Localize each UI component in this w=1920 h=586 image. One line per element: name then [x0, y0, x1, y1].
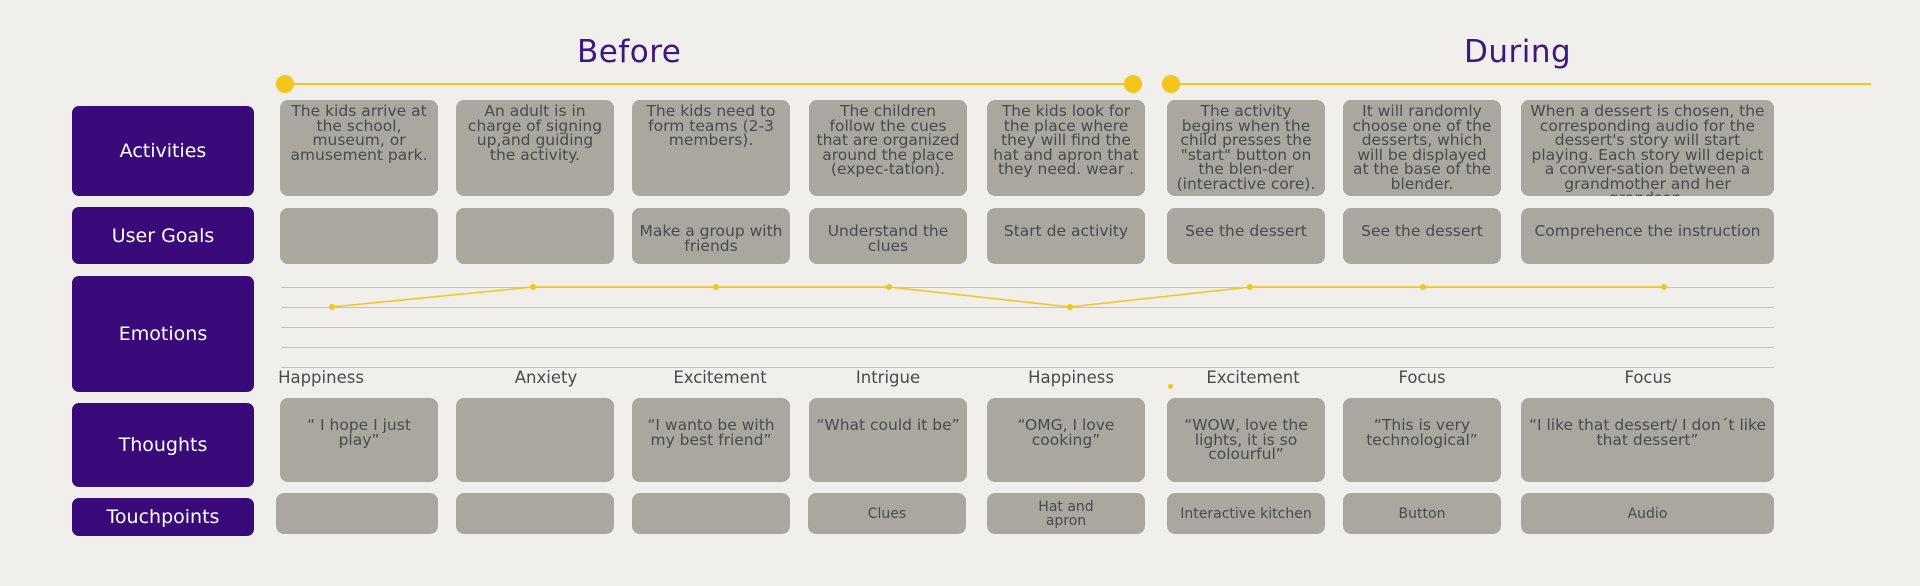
emotion-grid-line	[281, 327, 1774, 328]
phase-end-dot	[1124, 75, 1142, 93]
thought-card: “ I hope I just play”	[280, 398, 438, 482]
user-goal-text: Understand the clues	[827, 222, 949, 255]
phase-line-before	[285, 83, 1133, 85]
activity-text: It will randomly choose one of the desse…	[1352, 102, 1492, 193]
emotion-label: Focus	[1624, 368, 1672, 387]
thought-card: “WOW, love the lights, it is so colourfu…	[1167, 398, 1325, 482]
activity-card: The kids look for the place where they w…	[987, 100, 1145, 196]
activity-card: It will randomly choose one of the desse…	[1343, 100, 1501, 196]
emotion-point	[530, 284, 536, 290]
user-goal-card	[456, 208, 614, 264]
thought-text: “I like that dessert/ I don´t like that …	[1528, 416, 1767, 449]
activity-text: The kids look for the place where they w…	[993, 102, 1139, 178]
emotion-grid-line	[281, 287, 1774, 288]
emotion-line	[331, 286, 1664, 308]
touchpoint-text: Hat and apron	[1038, 498, 1094, 529]
phase-title-before: Before	[577, 34, 682, 70]
touchpoint-card: Clues	[808, 493, 966, 534]
touchpoint-card	[276, 493, 438, 534]
emotion-point	[886, 284, 892, 290]
activity-card: The kids need to form teams (2-3 members…	[632, 100, 790, 196]
thought-text: “ I hope I just play”	[307, 416, 411, 449]
user-goal-card: Understand the clues	[809, 208, 967, 264]
emotion-label: Intrigue	[855, 368, 921, 387]
phase-start-dot	[276, 75, 294, 93]
emotion-grid-line	[281, 347, 1774, 348]
touchpoint-text: Audio	[1627, 505, 1668, 522]
activity-card: The kids arrive at the school, museum, o…	[280, 100, 438, 196]
activity-text: An adult is in charge of signing up,and …	[467, 102, 603, 164]
user-goal-card: See the dessert	[1167, 208, 1325, 264]
user-goal-card: Comprehence the instruction	[1521, 208, 1774, 264]
user-goal-card: See the dessert	[1343, 208, 1501, 264]
thought-card: “I like that dessert/ I don´t like that …	[1521, 398, 1774, 482]
thought-card: “What could it be”	[809, 398, 967, 482]
user-goal-text: Comprehence the instruction	[1534, 222, 1761, 240]
emotion-label: Excitement	[1206, 368, 1300, 387]
thought-card	[456, 398, 614, 482]
activity-text: When a dessert is chosen, the correspond…	[1530, 102, 1765, 196]
emotion-label: Happiness	[1028, 368, 1114, 387]
thought-card: “OMG, I love cooking”	[987, 398, 1145, 482]
user-goal-card: Start de activity	[987, 208, 1145, 264]
activity-card: The activity begins when the child press…	[1167, 100, 1325, 196]
activity-text: The kids need to form teams (2-3 members…	[646, 102, 776, 149]
user-goal-text: See the dessert	[1185, 222, 1307, 240]
activity-card: The children follow the cues that are or…	[809, 100, 967, 196]
emotion-grid-line	[281, 307, 1774, 308]
user-goal-text: See the dessert	[1361, 222, 1483, 240]
activity-text: The activity begins when the child press…	[1176, 102, 1316, 193]
emotion-label: Happiness	[278, 368, 364, 387]
thought-text: “This is very technological”	[1366, 416, 1478, 449]
row-label-thoughts: Thoughts	[72, 403, 254, 487]
thought-text: “I wanto be with my best friend”	[647, 416, 775, 449]
touchpoint-card: Audio	[1521, 493, 1774, 534]
emotion-point	[1067, 304, 1073, 310]
touchpoint-card: Interactive kitchen	[1167, 493, 1325, 534]
emotion-grid-line	[281, 367, 1774, 368]
thought-card: “This is very technological”	[1343, 398, 1501, 482]
activity-card: When a dessert is chosen, the correspond…	[1521, 100, 1774, 196]
phase-line-during	[1171, 83, 1871, 85]
thought-text: “OMG, I love cooking”	[1017, 416, 1115, 449]
emotion-label: Anxiety	[514, 368, 578, 387]
emotion-point	[1247, 284, 1253, 290]
activity-text: The children follow the cues that are or…	[816, 102, 960, 178]
user-goal-text: Make a group with friends	[639, 222, 783, 255]
thought-card: “I wanto be with my best friend”	[632, 398, 790, 482]
emotion-point	[713, 284, 719, 290]
row-label-touchpoints: Touchpoints	[72, 498, 254, 536]
thought-text: “What could it be”	[816, 416, 960, 434]
touchpoint-text: Clues	[867, 505, 907, 522]
user-goal-card: Make a group with friends	[632, 208, 790, 264]
emotion-point	[1661, 284, 1667, 290]
stray-dot	[1168, 384, 1173, 389]
row-label-user-goals: User Goals	[72, 207, 254, 264]
user-goal-card	[280, 208, 438, 264]
touchpoint-text: Button	[1398, 505, 1446, 522]
emotion-label: Focus	[1398, 368, 1446, 387]
thought-text: “WOW, love the lights, it is so colourfu…	[1184, 416, 1308, 463]
phase-title-during: During	[1464, 34, 1572, 70]
activity-text: The kids arrive at the school, museum, o…	[290, 102, 428, 164]
touchpoint-card: Hat and apron	[987, 493, 1145, 534]
emotion-point	[329, 304, 335, 310]
row-label-activities: Activities	[72, 106, 254, 196]
touchpoint-text: Interactive kitchen	[1180, 505, 1312, 522]
touchpoint-card	[456, 493, 614, 534]
row-label-emotions: Emotions	[72, 276, 254, 392]
phase-start-dot	[1162, 75, 1180, 93]
activity-card: An adult is in charge of signing up,and …	[456, 100, 614, 196]
touchpoint-card: Button	[1343, 493, 1501, 534]
emotion-label: Excitement	[673, 368, 767, 387]
emotion-point	[1420, 284, 1426, 290]
user-goal-text: Start de activity	[1003, 222, 1129, 240]
touchpoint-card	[632, 493, 790, 534]
